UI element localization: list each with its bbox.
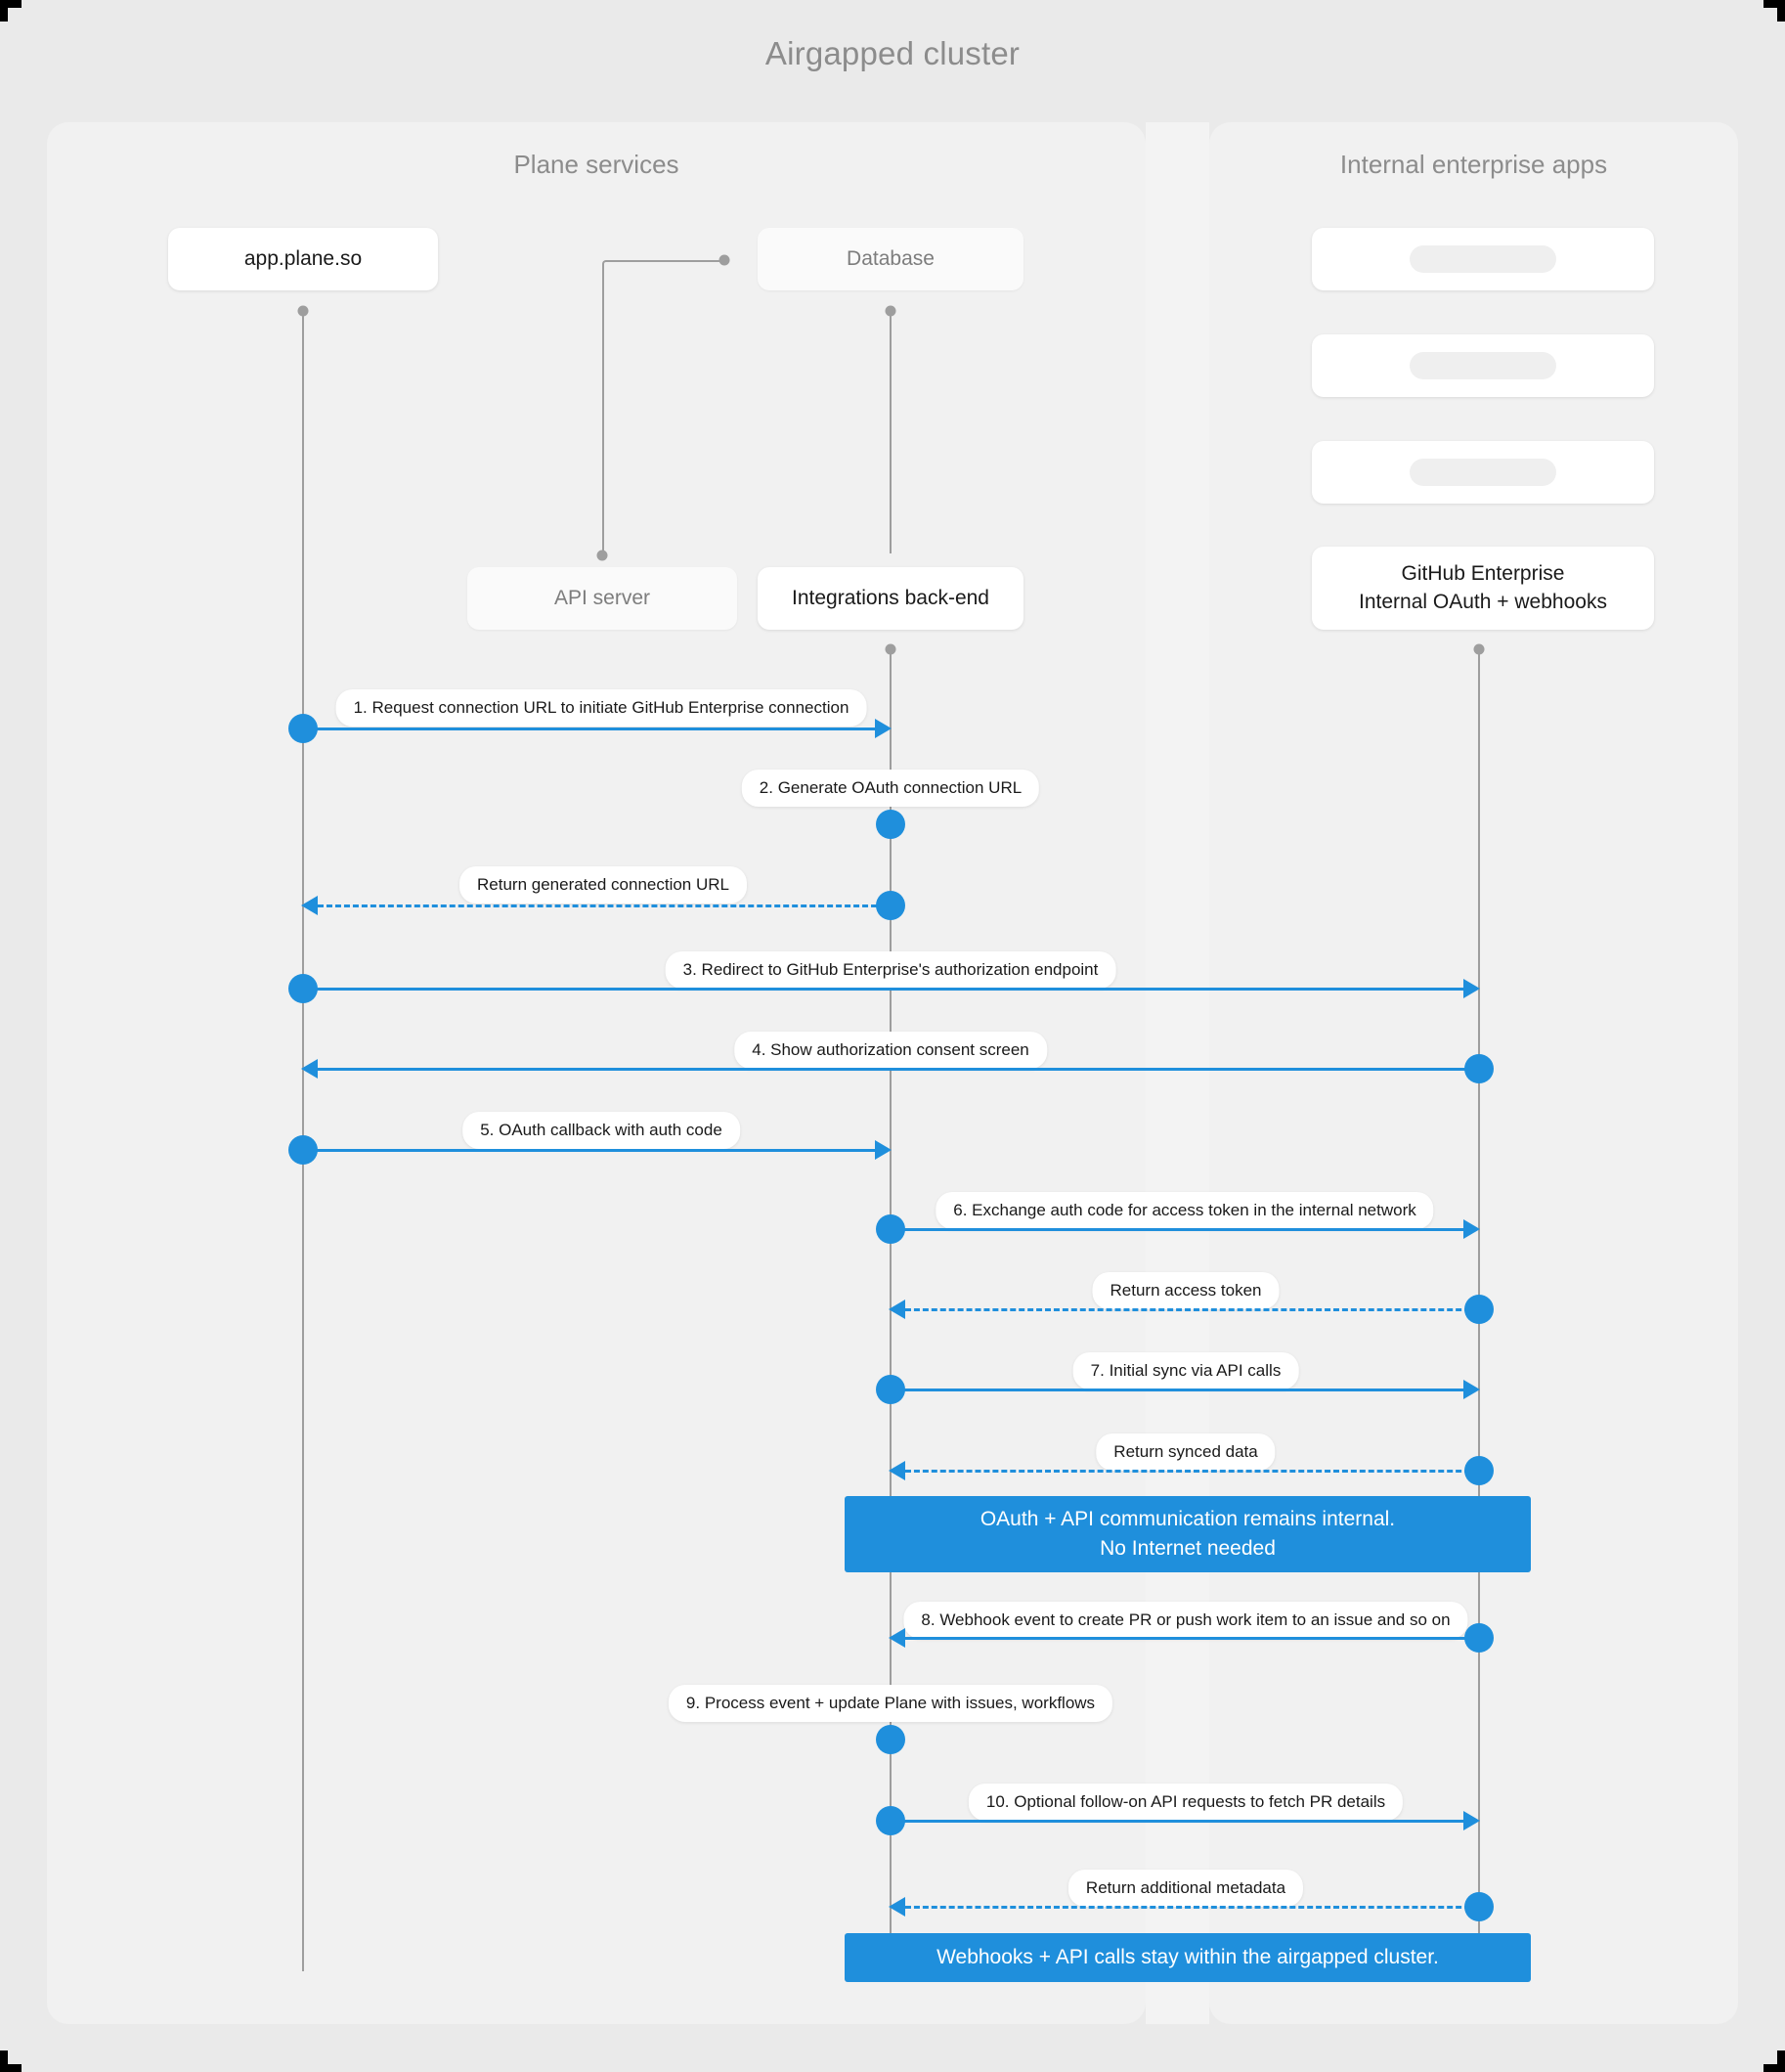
participant-integrations-backend[interactable]: Integrations back-end xyxy=(758,567,1023,630)
message-arrow-4 xyxy=(301,1059,318,1079)
message-origin-dot-return-synced-data xyxy=(1464,1456,1494,1485)
message-line-1 xyxy=(303,727,883,730)
message-label-3: 3. Redirect to GitHub Enterprise's autho… xyxy=(665,951,1116,989)
message-line-return-additional-metadata xyxy=(905,1906,1479,1909)
message-arrow-10 xyxy=(1463,1811,1480,1830)
message-line-7 xyxy=(891,1389,1472,1391)
message-origin-dot-7 xyxy=(876,1375,905,1404)
message-arrow-return-access-token xyxy=(889,1300,905,1319)
message-origin-dot-5 xyxy=(288,1135,318,1165)
message-label-5: 5. OAuth callback with auth code xyxy=(462,1112,740,1149)
participant-database[interactable]: Database xyxy=(758,228,1023,290)
message-origin-dot-4 xyxy=(1464,1054,1494,1083)
lifeline-dot-github xyxy=(1473,643,1485,655)
message-arrow-7 xyxy=(1463,1380,1480,1399)
message-origin-dot-return-additional-metadata xyxy=(1464,1892,1494,1921)
corner-mark-top-right xyxy=(1763,0,1785,22)
message-line-3 xyxy=(303,988,1471,991)
placeholder-bar xyxy=(1410,459,1556,486)
lifeline-database xyxy=(890,309,892,553)
message-arrow-return-synced-data xyxy=(889,1461,905,1480)
message-label-9: 9. Process event + update Plane with iss… xyxy=(668,1685,1113,1722)
placeholder-bar xyxy=(1410,352,1556,379)
participant-label: Integrations back-end xyxy=(792,586,989,609)
message-label-2: 2. Generate OAuth connection URL xyxy=(741,770,1040,807)
message-label-6: 6. Exchange auth code for access token i… xyxy=(936,1192,1434,1229)
message-label-1: 1. Request connection URL to initiate Gi… xyxy=(335,689,867,727)
message-arrow-3 xyxy=(1463,979,1480,998)
note-line-2: No Internet needed xyxy=(1100,1537,1276,1560)
corner-mark-bottom-right xyxy=(1763,2050,1785,2072)
message-line-8 xyxy=(905,1637,1479,1640)
participant-placeholder-1[interactable] xyxy=(1312,228,1654,290)
message-line-5 xyxy=(303,1149,883,1152)
message-label-8: 8. Webhook event to create PR or push wo… xyxy=(903,1602,1468,1639)
placeholder-bar xyxy=(1410,245,1556,273)
participant-placeholder-2[interactable] xyxy=(1312,334,1654,397)
message-label-10: 10. Optional follow-on API requests to f… xyxy=(968,1784,1404,1821)
lifeline-dot-integrations xyxy=(885,643,896,655)
note-line-1: Webhooks + API calls stay within the air… xyxy=(936,1946,1439,1969)
message-line-return-synced-data xyxy=(905,1470,1479,1473)
connector-endpoint-dot-database xyxy=(718,254,730,266)
message-line-6 xyxy=(891,1228,1472,1231)
message-arrow-6 xyxy=(1463,1219,1480,1239)
message-label-return-synced-data: Return synced data xyxy=(1096,1433,1276,1471)
note-banner-internal-communication: OAuth + API communication remains intern… xyxy=(845,1496,1531,1572)
group-panel-plane-services: Plane services xyxy=(47,122,1146,2024)
corner-mark-top-left xyxy=(0,0,22,22)
message-line-4 xyxy=(318,1068,1479,1071)
participant-api-server[interactable]: API server xyxy=(467,567,737,630)
message-arrow-1 xyxy=(875,719,892,738)
participant-label: Database xyxy=(847,246,935,270)
message-origin-dot-3 xyxy=(288,974,318,1003)
lifeline-dot-app xyxy=(297,305,309,317)
message-label-return-additional-metadata: Return additional metadata xyxy=(1067,1870,1304,1907)
group-label-internal-enterprise-apps: Internal enterprise apps xyxy=(1339,150,1608,179)
message-label-4: 4. Show authorization consent screen xyxy=(734,1032,1047,1069)
participant-label-line2: Internal OAuth + webhooks xyxy=(1359,590,1607,613)
participant-label: API server xyxy=(553,586,651,609)
background-band xyxy=(1146,122,1209,2024)
message-origin-dot-6 xyxy=(876,1214,905,1244)
message-origin-dot-8 xyxy=(1464,1623,1494,1653)
message-label-return-connection-url: Return generated connection URL xyxy=(459,866,747,904)
message-self-dot-9 xyxy=(876,1725,905,1754)
message-arrow-8 xyxy=(889,1628,905,1648)
message-arrow-return-additional-metadata xyxy=(889,1897,905,1917)
message-self-dot-2 xyxy=(876,810,905,839)
lifeline-dot-database xyxy=(885,305,896,317)
participant-placeholder-3[interactable] xyxy=(1312,441,1654,504)
diagram-title: Airgapped cluster xyxy=(764,35,1021,71)
message-origin-dot-return-connection-url xyxy=(876,891,905,920)
message-arrow-return-connection-url xyxy=(301,896,318,915)
connector-api-to-database xyxy=(602,260,726,557)
connector-endpoint-dot-api xyxy=(596,550,608,561)
participant-github-enterprise[interactable]: GitHub Enterprise Internal OAuth + webho… xyxy=(1312,547,1654,630)
participant-label-line1: GitHub Enterprise xyxy=(1401,562,1565,586)
participant-app-plane-so[interactable]: app.plane.so xyxy=(168,228,438,290)
message-origin-dot-return-access-token xyxy=(1464,1295,1494,1324)
message-line-return-connection-url xyxy=(318,904,894,907)
message-label-return-access-token: Return access token xyxy=(1092,1272,1280,1309)
message-origin-dot-10 xyxy=(876,1806,905,1835)
participant-label: app.plane.so xyxy=(243,246,363,270)
corner-mark-bottom-left xyxy=(0,2050,22,2072)
note-banner-airgapped-cluster: Webhooks + API calls stay within the air… xyxy=(845,1933,1531,1982)
message-line-return-access-token xyxy=(905,1308,1479,1311)
message-label-7: 7. Initial sync via API calls xyxy=(1072,1352,1299,1389)
message-line-10 xyxy=(891,1820,1472,1823)
message-arrow-5 xyxy=(875,1140,892,1160)
group-label-plane-services: Plane services xyxy=(513,150,679,179)
note-line-1: OAuth + API communication remains intern… xyxy=(980,1508,1396,1531)
message-origin-dot-1 xyxy=(288,714,318,743)
